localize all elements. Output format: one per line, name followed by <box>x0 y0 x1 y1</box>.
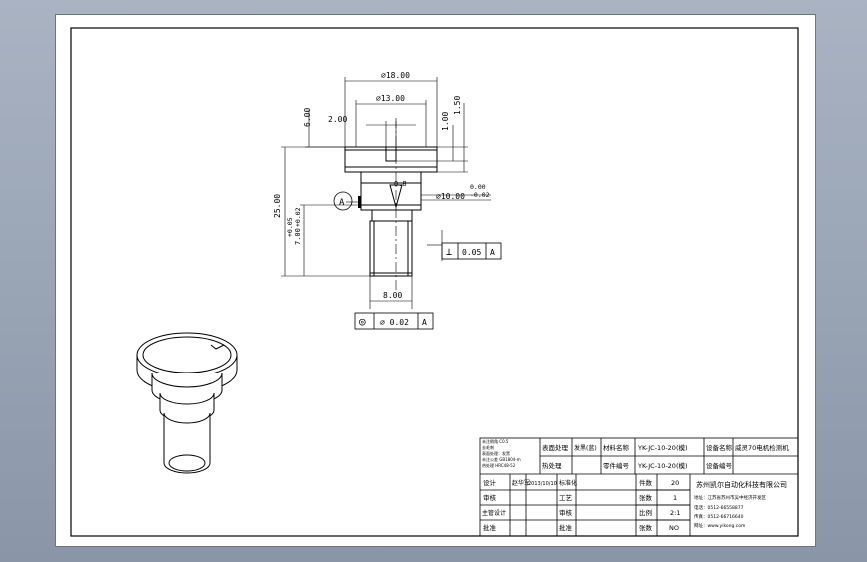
pin-top <box>163 412 211 424</box>
flange-top <box>136 332 238 378</box>
process-label: 工艺 <box>559 494 573 502</box>
dim-head-diameter: ⌀13.00 <box>376 94 405 103</box>
pin-side <box>163 413 211 474</box>
design-name: 赵华军 <box>512 479 530 487</box>
part-number-label: 零件编号 <box>603 461 630 470</box>
dim-outer-diameter: ⌀18.00 <box>381 71 410 80</box>
title-block <box>479 437 799 537</box>
pin-end <box>168 454 206 472</box>
head-outline <box>344 146 438 173</box>
collar-top <box>159 392 215 405</box>
sheet-value: NO <box>669 524 679 532</box>
part-name-value: YK-JC-10-20(模) <box>637 443 688 452</box>
dim-pin-diameter: 8.00 <box>383 291 402 300</box>
company-tel: 电话：0512-66558877 <box>694 504 744 511</box>
company-address: 地址：江苏省苏州市吴中经济开发区 <box>694 494 766 501</box>
company-fax: 传真：0512-66716640 <box>694 513 744 520</box>
dimension-texts: ⌀18.00 ⌀13.00 2.00 1.00 1.50 6.00 25.00 … <box>273 71 490 300</box>
check-label: 审核 <box>483 493 497 502</box>
isometric-view <box>136 332 238 474</box>
material-label: 材料名称 <box>603 443 630 452</box>
perpendicularity-frame: ⊥ 0.05 A <box>441 242 502 260</box>
dim-lower-tol-lower: +0.02 <box>294 207 302 227</box>
datum-label: A <box>339 198 345 208</box>
company-web: 网址：www.yikong.com <box>694 522 745 529</box>
note-3: 表面处理：发黑 <box>482 450 510 456</box>
company-name: 苏州凯尔自动化科技有限公司 <box>696 480 787 489</box>
scale-label: 比例 <box>639 508 652 517</box>
shoulder-outline <box>371 209 413 222</box>
neck-outline <box>360 171 422 211</box>
dim-lower-tol-upper: +0.05 <box>286 217 294 237</box>
concentricity-frame: ◎ ⌀ 0.02 A <box>354 312 434 330</box>
surface-treatment-label: 表面处理 <box>542 443 569 452</box>
dim-neck-tol-upper: 0.00 <box>470 183 486 191</box>
dim-cone-label: 0.8 <box>394 180 407 188</box>
design-label: 设计 <box>483 478 497 487</box>
standard-label: 标准化 <box>559 479 577 487</box>
pieces-value: 1 <box>673 494 677 502</box>
note-1: 未注倒角 C0.5 <box>482 438 509 444</box>
sheet-label: 张数 <box>639 523 653 532</box>
quantity-value: 20 <box>671 479 679 487</box>
concentricity-symbol: ◎ <box>359 315 366 328</box>
dim-slot-depth: 1.00 <box>441 112 450 131</box>
design-date: 2013/10/10 <box>528 481 557 487</box>
dim-neck-diameter: ⌀10.00 <box>436 192 465 201</box>
dim-top-gap: 6.00 <box>303 108 312 127</box>
concentricity-datum: A <box>422 318 427 327</box>
inner-border <box>70 27 799 537</box>
dim-lower-length: 7.00 <box>294 228 302 245</box>
note-5: 热处理 HRC48-52 <box>482 462 516 468</box>
approve-label: 批准 <box>483 523 497 532</box>
scale-value: 2:1 <box>670 509 680 517</box>
note-4: 未注公差 GB1804-m <box>482 456 521 462</box>
perpendicularity-datum: A <box>490 248 495 257</box>
approve2-label: 批准 <box>559 523 573 532</box>
dim-neck-tol-lower: -0.02 <box>470 191 490 199</box>
surface-treatment-value: 发黑(蓝) <box>574 444 597 452</box>
dim-slot-width: 2.00 <box>328 115 347 124</box>
front-view <box>281 77 491 309</box>
perpendicularity-symbol: ⊥ <box>446 247 452 258</box>
pin-outline <box>369 220 413 277</box>
neck-top <box>151 372 223 388</box>
note-2: 去毛刺 <box>482 444 494 450</box>
concentricity-value: ⌀ 0.02 <box>380 318 409 327</box>
datum-marker: A <box>333 191 361 211</box>
perpendicularity-value: 0.05 <box>462 248 481 257</box>
slot-notch <box>210 344 225 350</box>
heat-treatment-label: 热处理 <box>542 461 562 470</box>
part-number-value: YK-JC-10-20(模) <box>637 461 688 470</box>
chief-design-label: 主管设计 <box>482 509 506 517</box>
dim-head-height: 1.50 <box>453 96 462 115</box>
pieces-label: 张数 <box>639 493 653 502</box>
equipment-name-label: 设备名称 <box>706 443 733 452</box>
dim-total-length: 25.00 <box>273 194 282 218</box>
drawing-canvas: A ⌀18.00 ⌀13.00 2.00 1.00 1.50 6.00 25.0… <box>70 27 799 537</box>
drawing-sheet: A ⌀18.00 ⌀13.00 2.00 1.00 1.50 6.00 25.0… <box>55 14 816 547</box>
dimension-lines <box>281 77 491 309</box>
title-block-frame <box>479 437 799 537</box>
slot-outline <box>385 146 397 162</box>
title-block-texts: 未注倒角 C0.5 去毛刺 表面处理：发黑 未注公差 GB1804-m 热处理 … <box>482 438 789 532</box>
equipment-name-value: 威灵70电机检测机 <box>735 443 789 452</box>
equipment-number-label: 设备编号 <box>706 461 733 470</box>
review-label: 审核 <box>559 508 573 517</box>
quantity-label: 件数 <box>639 478 653 487</box>
